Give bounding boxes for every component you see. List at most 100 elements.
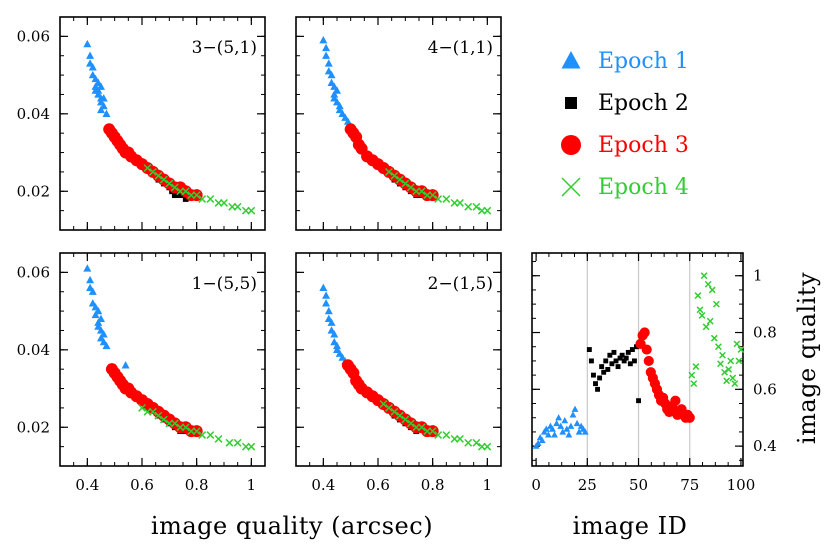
data-point-epoch-4: [688, 371, 696, 379]
data-point-epoch-1: [569, 411, 577, 418]
data-point-epoch-4: [143, 164, 152, 172]
data-point-epoch-4: [379, 400, 388, 408]
data-point-epoch-1: [343, 117, 352, 125]
data-point-epoch-4: [385, 167, 393, 176]
data-point-epoch-3: [641, 344, 652, 355]
data-point-epoch-4: [417, 187, 426, 196]
data-point-epoch-3: [684, 412, 695, 423]
y-tick-label: 0.04: [17, 105, 50, 123]
data-point-epoch-2: [627, 361, 633, 367]
legend-entry-epoch-3: Epoch 3: [561, 133, 689, 158]
x-tick-label: 100: [727, 476, 756, 494]
data-point-epoch-1: [94, 86, 103, 94]
data-point-epoch-1: [327, 318, 336, 326]
data-point-epoch-4: [428, 191, 437, 200]
data-point-epoch-1: [565, 431, 573, 438]
data-point-epoch-4: [181, 187, 190, 196]
data-point-epoch-4: [694, 292, 702, 300]
data-point-epoch-4: [406, 183, 415, 192]
data-point-epoch-1: [102, 109, 111, 117]
data-point-epoch-2: [171, 192, 178, 199]
data-point-epoch-1: [559, 428, 567, 435]
data-point-epoch-4: [714, 343, 722, 351]
data-point-epoch-4: [206, 431, 215, 439]
data-point-epoch-2: [619, 352, 625, 358]
x-tick-label: 75: [680, 476, 699, 494]
data-point-epoch-2: [588, 358, 594, 364]
data-point-epoch-2: [607, 352, 613, 358]
data-point-epoch-2: [615, 364, 621, 370]
data-point-epoch-1: [333, 341, 341, 350]
data-point-epoch-1: [86, 275, 95, 284]
triangle-marker-icon: [561, 51, 581, 69]
data-point-epoch-1: [555, 414, 563, 421]
data-point-epoch-1: [99, 94, 108, 102]
data-point-epoch-1: [94, 318, 103, 326]
y-tick-label: 0.06: [17, 263, 50, 281]
data-point-epoch-4: [233, 202, 242, 211]
data-point-epoch-1: [563, 425, 571, 432]
data-point-epoch-3: [639, 327, 650, 338]
data-point-epoch-4: [247, 442, 256, 451]
data-point-epoch-3: [643, 355, 654, 367]
data-point-epoch-1: [322, 291, 331, 299]
data-point-epoch-4: [206, 195, 215, 203]
data-point-epoch-4: [698, 312, 706, 319]
data-point-epoch-2: [591, 372, 596, 378]
data-point-epoch-4: [225, 438, 234, 447]
data-point-epoch-4: [731, 380, 739, 388]
legend-entry-epoch-4: Epoch 4: [561, 175, 689, 200]
data-point-epoch-4: [390, 407, 399, 416]
y-tick-label: 0.06: [17, 27, 50, 45]
panel-frame: [531, 252, 744, 467]
data-point-epoch-4: [428, 427, 437, 436]
data-point-epoch-4: [401, 415, 410, 424]
data-point-epoch-1: [335, 101, 344, 110]
data-point-epoch-1: [549, 425, 556, 432]
data-point-epoch-4: [702, 323, 710, 331]
data-point-epoch-4: [737, 346, 745, 353]
data-point-epoch-4: [149, 407, 157, 416]
data-point-epoch-4: [708, 286, 716, 294]
data-point-epoch-4: [483, 442, 492, 451]
data-point-epoch-3: [670, 395, 681, 406]
data-point-epoch-4: [159, 415, 168, 424]
x-tick-label: 0.4: [311, 476, 335, 494]
data-point-epoch-1: [553, 419, 560, 427]
data-point-epoch-4: [198, 431, 207, 439]
data-point-epoch-4: [464, 438, 473, 447]
data-point-epoch-4: [395, 175, 404, 184]
data-point-epoch-4: [704, 280, 712, 288]
data-point-epoch-4: [717, 360, 724, 368]
y-tick-label: 0.02: [17, 418, 50, 436]
data-point-epoch-2: [623, 355, 629, 361]
data-point-epoch-4: [727, 357, 735, 365]
data-point-epoch-2: [611, 349, 617, 355]
data-point-epoch-1: [322, 299, 331, 307]
data-point-epoch-4: [214, 434, 223, 443]
data-point-epoch-2: [601, 369, 607, 375]
data-point-epoch-4: [170, 419, 179, 428]
data-point-epoch-2: [617, 355, 623, 361]
x-tick-label: 1: [483, 476, 493, 494]
data-point-epoch-1: [581, 428, 589, 435]
x-tick-label: 0: [531, 476, 541, 494]
y-tick-label: 0.02: [17, 182, 50, 200]
panel-frame: [295, 252, 502, 467]
data-point-epoch-4: [690, 380, 698, 388]
y-tick-label: 0.4: [753, 437, 777, 455]
data-point-epoch-4: [192, 427, 201, 436]
y-tick-label: 0.6: [753, 380, 777, 398]
data-point-epoch-1: [83, 39, 92, 48]
data-point-epoch-1: [121, 361, 130, 369]
data-point-epoch-4: [390, 171, 399, 180]
data-point-epoch-2: [599, 364, 605, 370]
data-point-epoch-4: [472, 438, 481, 447]
panel-label: 1−(5,5): [192, 274, 257, 294]
data-point-epoch-1: [99, 330, 108, 338]
panel-label: 3−(5,1): [192, 38, 257, 58]
x-tick-label: 50: [629, 476, 648, 494]
data-point-epoch-4: [406, 419, 415, 428]
